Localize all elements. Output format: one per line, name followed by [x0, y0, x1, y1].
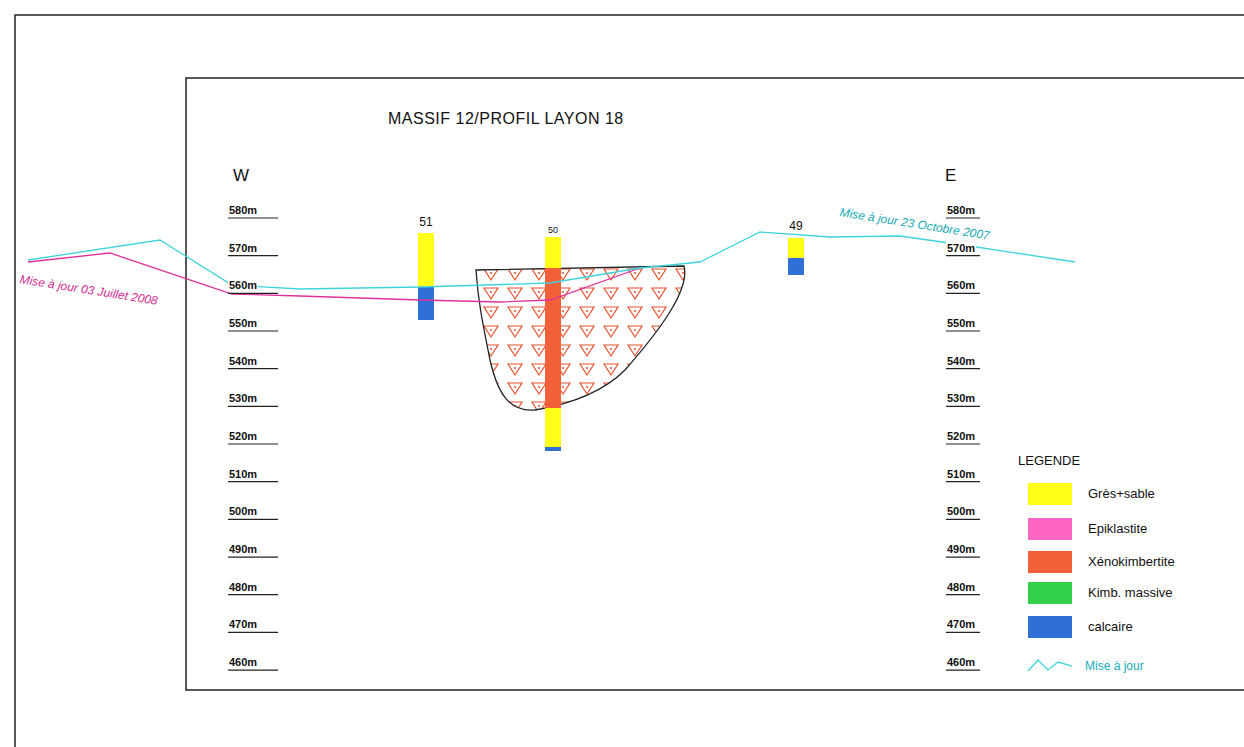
elevation-label: 570m: [946, 242, 976, 255]
hole-number: 49: [789, 219, 802, 233]
elevation-label: 580m: [946, 204, 976, 217]
legend-text: Grès+sable: [1088, 486, 1155, 502]
elevation-label: 530m: [228, 392, 258, 405]
scale-ticks: [228, 218, 980, 670]
hole-number: 51: [419, 215, 432, 229]
update-label: Mise à jour 03 Juillet 2008: [18, 272, 160, 308]
title: MASSIF 12/PROFIL LAYON 18: [388, 110, 624, 128]
outer-frame: [15, 15, 1244, 747]
elevation-label: 540m: [946, 355, 976, 368]
elevation-label: 480m: [946, 581, 976, 594]
legend-swatch: [1028, 483, 1072, 505]
kimberlite-body: [476, 266, 685, 410]
hole-number: 50: [548, 225, 558, 236]
legend-text: Mise à jour: [1085, 659, 1144, 674]
elevation-label: 550m: [946, 317, 976, 330]
legend-swatch: [1028, 616, 1072, 638]
elevation-label: 470m: [228, 618, 258, 631]
elevation-label: 560m: [946, 279, 976, 292]
legend-line-sample: [1028, 660, 1072, 671]
elevation-label: 480m: [228, 581, 258, 594]
elevation-label: 470m: [946, 618, 976, 631]
elevation-label: 490m: [946, 543, 976, 556]
elevation-label: 540m: [228, 355, 258, 368]
legend-text: Kimb. massive: [1088, 585, 1173, 601]
topo-line: [28, 232, 1075, 289]
elevation-label: 500m: [946, 505, 976, 518]
elevation-label: 570m: [228, 242, 258, 255]
drill-hole: [788, 238, 804, 275]
inner-frame: [186, 78, 1244, 690]
elevation-label: 490m: [228, 543, 258, 556]
compass-label: W: [233, 166, 249, 185]
compass-label: E: [945, 166, 956, 185]
elevation-label: 580m: [228, 204, 258, 217]
elevation-label: 520m: [946, 430, 976, 443]
drill-hole: [545, 237, 561, 451]
legend-swatch: [1028, 518, 1072, 540]
elevation-label: 460m: [946, 656, 976, 669]
drill-hole: [418, 233, 434, 320]
elevation-label: 510m: [228, 468, 258, 481]
legend-text: calcaire: [1088, 619, 1133, 635]
elevation-label: 530m: [946, 392, 976, 405]
elevation-label: 550m: [228, 317, 258, 330]
legend-swatch: [1028, 582, 1072, 604]
legend-heading: LEGENDE: [1018, 453, 1080, 468]
elevation-label: 500m: [228, 505, 258, 518]
legend-swatch: [1028, 551, 1072, 573]
elevation-label: 560m: [228, 279, 258, 292]
elevation-label: 510m: [946, 468, 976, 481]
legend-text: Epiklastite: [1088, 521, 1147, 537]
elevation-label: 520m: [228, 430, 258, 443]
legend-text: Xénokimbertite: [1088, 554, 1175, 570]
elevation-label: 460m: [228, 656, 258, 669]
